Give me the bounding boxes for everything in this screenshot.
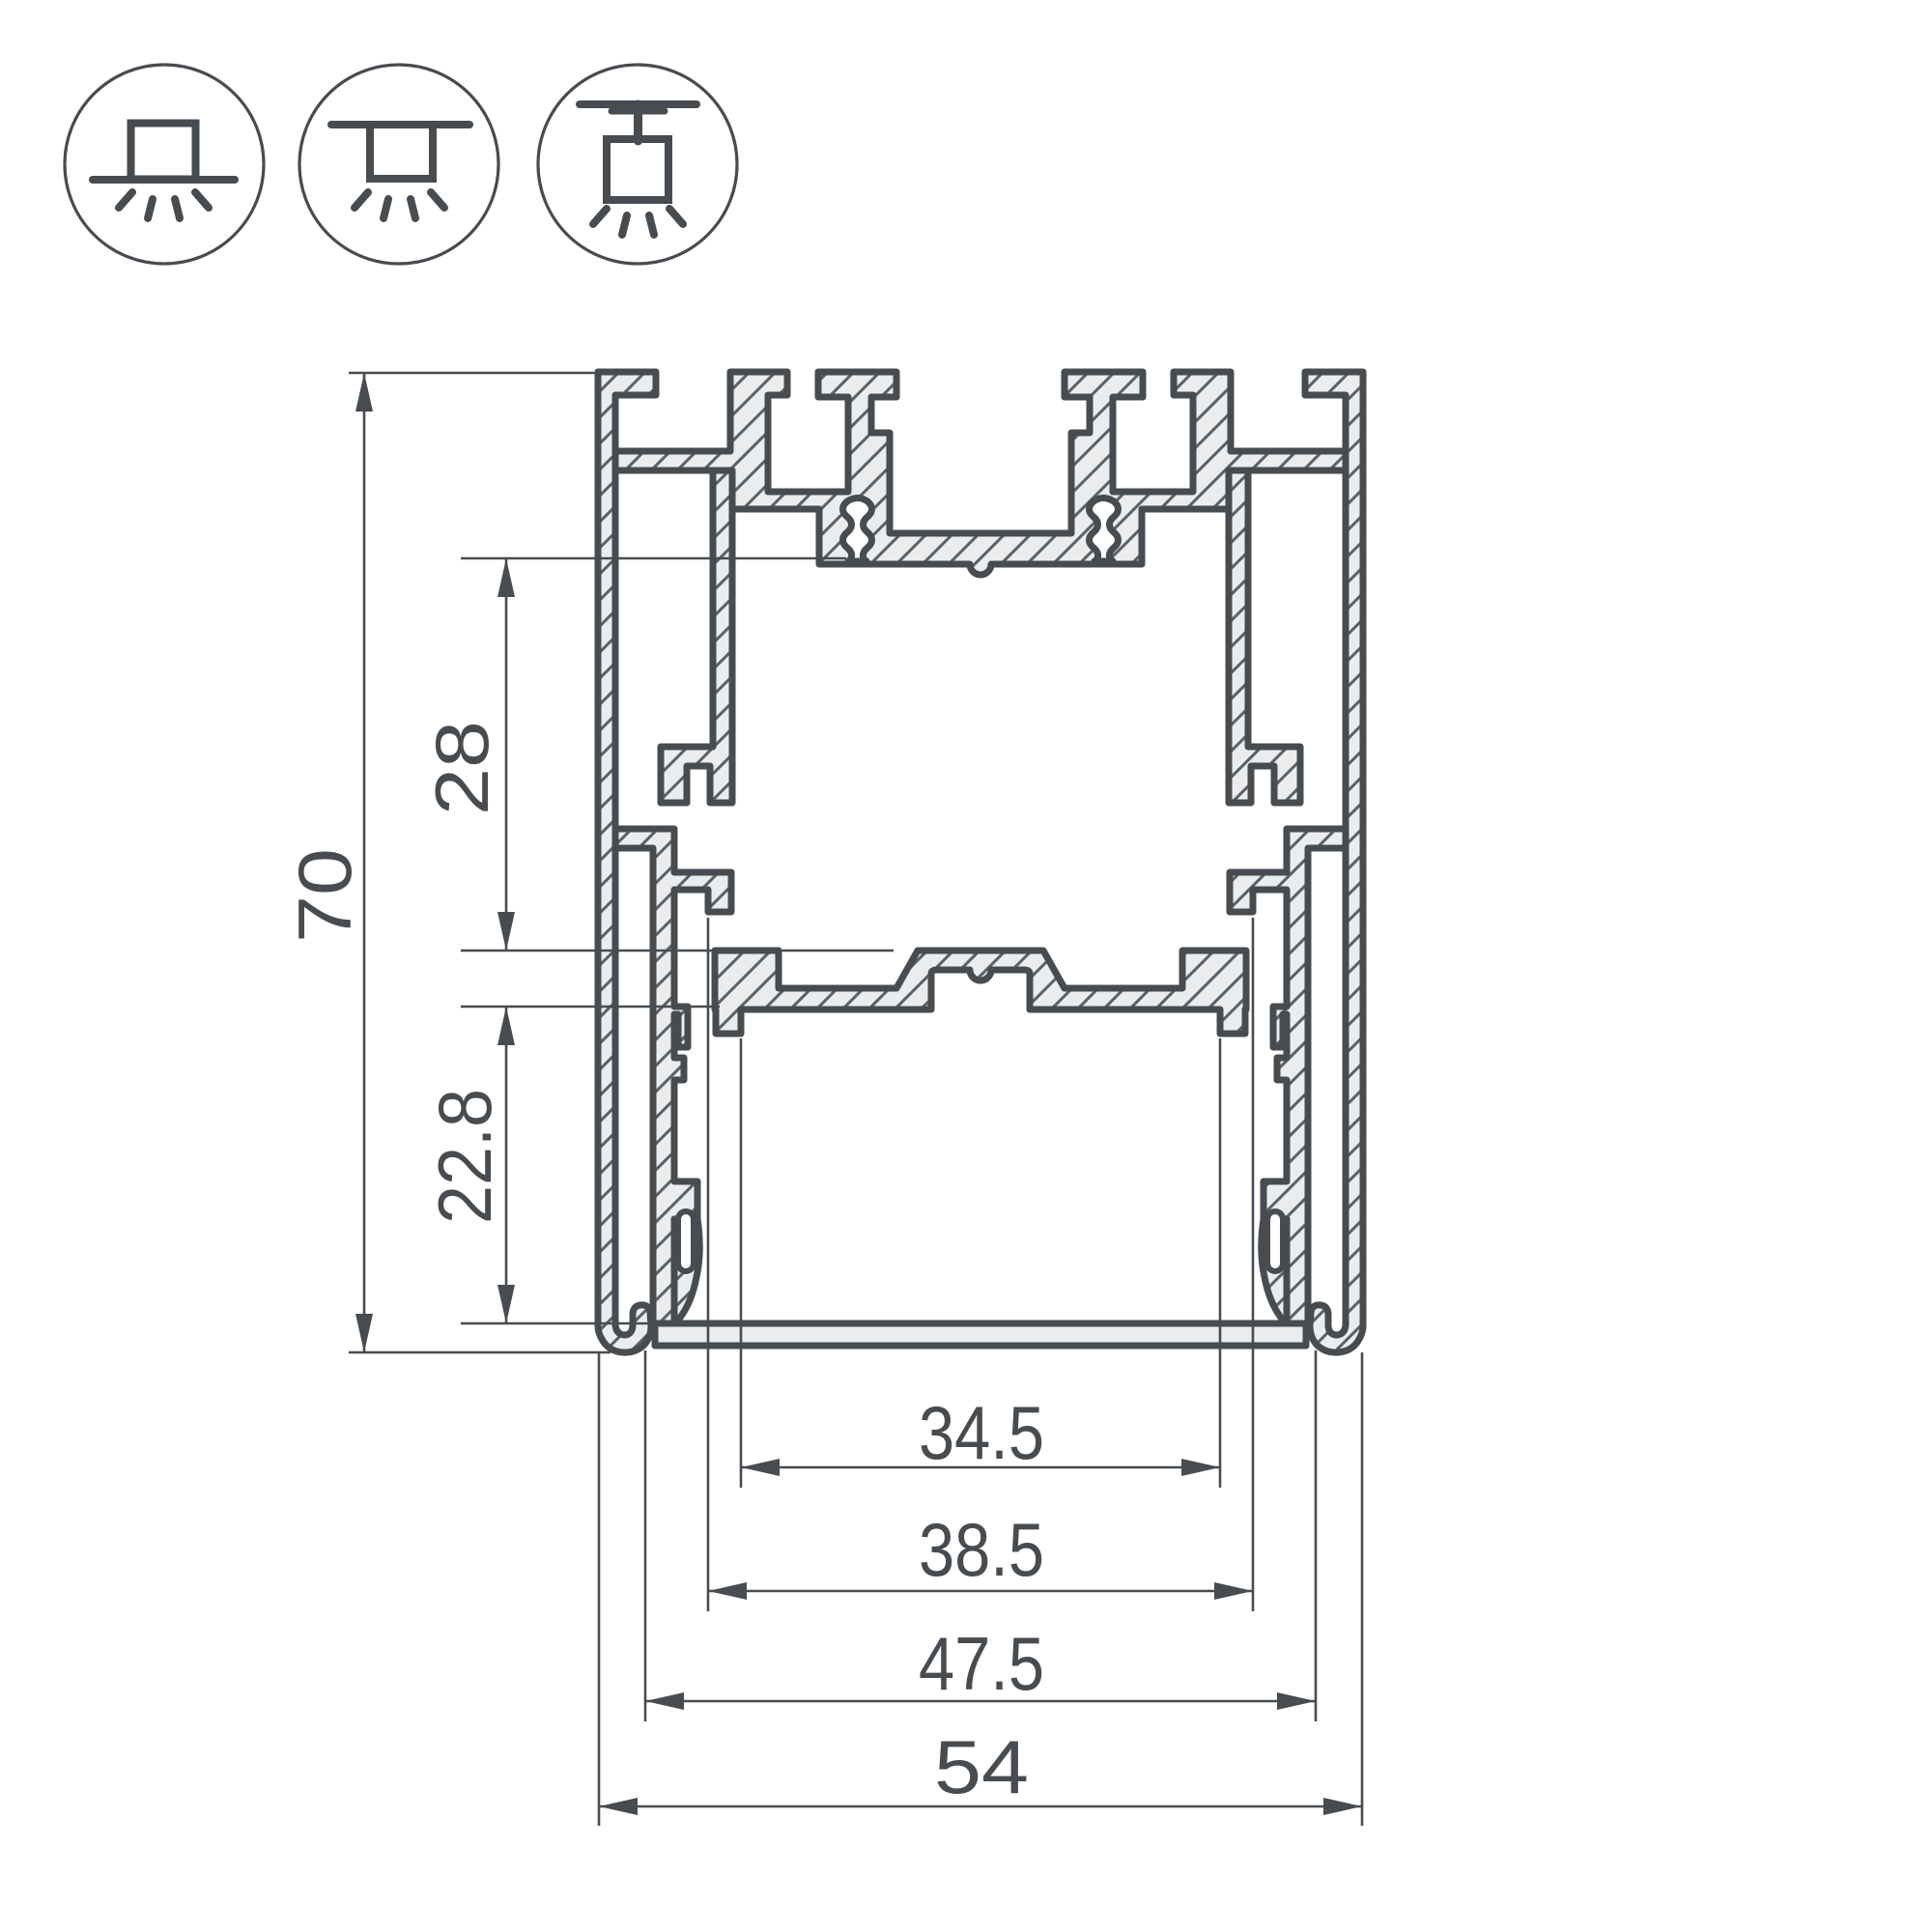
svg-text:28: 28: [419, 721, 504, 815]
svg-text:47.5: 47.5: [919, 1621, 1044, 1706]
svg-text:38.5: 38.5: [919, 1507, 1044, 1592]
svg-text:22.8: 22.8: [422, 1089, 507, 1224]
svg-text:54: 54: [934, 1724, 1029, 1809]
svg-text:70: 70: [282, 848, 367, 943]
svg-text:34.5: 34.5: [919, 1390, 1044, 1475]
